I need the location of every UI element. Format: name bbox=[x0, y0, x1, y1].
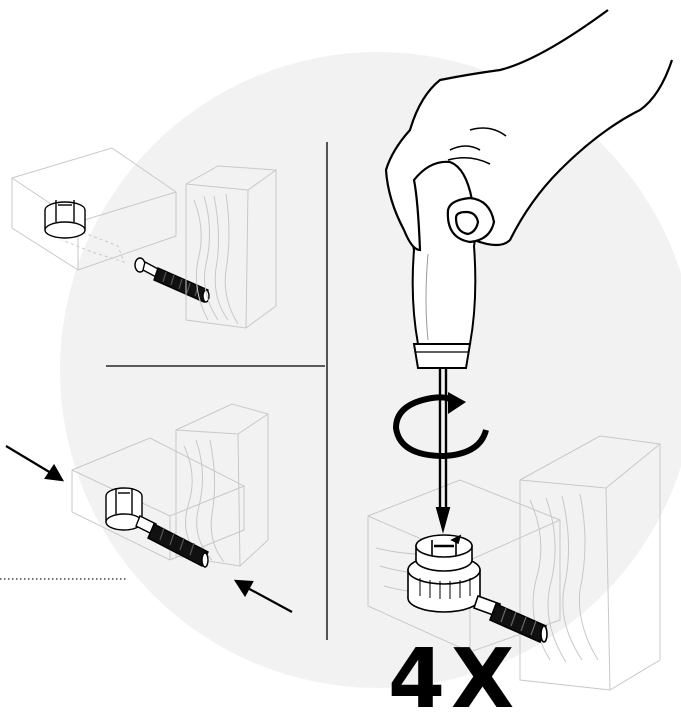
push-arrow-icon bbox=[233, 579, 293, 613]
push-arrow-icon bbox=[5, 445, 65, 482]
dowel-bolt-icon bbox=[135, 515, 209, 568]
panel-bottom-left bbox=[0, 403, 293, 613]
wood-board-upright bbox=[519, 435, 661, 691]
hand-icon bbox=[384, 9, 674, 252]
dowel-bolt-icon bbox=[134, 257, 210, 303]
cam-lock-fitting-icon bbox=[44, 200, 86, 239]
panel-top-left bbox=[11, 147, 277, 329]
panel-right bbox=[367, 9, 674, 691]
wood-board-right bbox=[185, 165, 277, 329]
dowel-bolt-icon bbox=[472, 594, 548, 644]
quantity-label: 4X bbox=[388, 632, 521, 727]
backdrop-circle bbox=[60, 52, 681, 688]
cam-lock-fitting-icon bbox=[407, 534, 481, 613]
rotation-arrow-icon bbox=[392, 392, 489, 460]
cam-lock-fitting-icon bbox=[105, 487, 143, 531]
